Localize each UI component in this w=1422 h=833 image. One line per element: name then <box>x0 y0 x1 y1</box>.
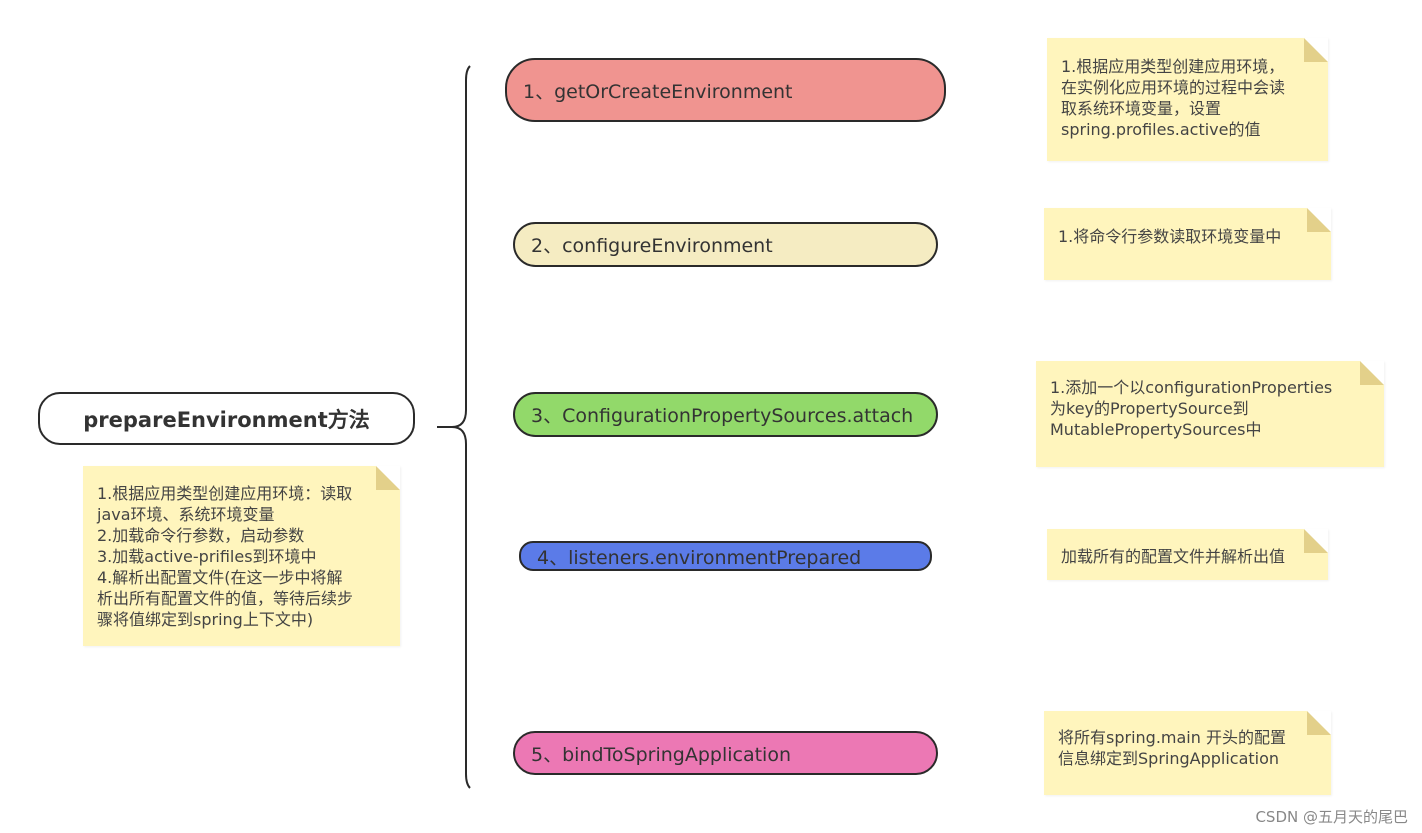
root-node[interactable]: prepareEnvironment方法 <box>38 392 415 445</box>
step-5-node[interactable]: 5、bindToSpringApplication <box>513 731 938 775</box>
step-5-note: 将所有spring.main 开头的配置 信息绑定到SpringApplicat… <box>1044 711 1331 795</box>
step-2-node[interactable]: 2、configureEnvironment <box>513 222 938 267</box>
step-label: 4、listeners.environmentPrepared <box>537 546 862 569</box>
root-note: 1.根据应用类型创建应用环境：读取 java环境、系统环境变量 2.加载命令行参… <box>83 466 400 646</box>
root-label: prepareEnvironment方法 <box>83 407 370 432</box>
step-2-note: 1.将命令行参数读取环境变量中 <box>1044 208 1331 280</box>
step-label: 5、bindToSpringApplication <box>531 743 792 766</box>
step-label: 2、configureEnvironment <box>531 235 773 257</box>
step-1-note: 1.根据应用类型创建应用环境， 在实例化应用环境的过程中会读 取系统环境变量，设… <box>1047 38 1328 161</box>
step-label: 3、ConfigurationPropertySources.attach <box>531 405 914 427</box>
step-3-note: 1.添加一个以configurationProperties 为key的Prop… <box>1036 361 1384 467</box>
step-3-node[interactable]: 3、ConfigurationPropertySources.attach <box>513 392 938 437</box>
step-label: 1、getOrCreateEnvironment <box>523 80 793 103</box>
step-4-node[interactable]: 4、listeners.environmentPrepared <box>519 541 932 571</box>
step-4-note: 加载所有的配置文件并解析出值 <box>1047 529 1328 580</box>
watermark: CSDN @五月天的尾巴 <box>1255 808 1408 826</box>
step-1-node[interactable]: 1、getOrCreateEnvironment <box>505 58 946 122</box>
